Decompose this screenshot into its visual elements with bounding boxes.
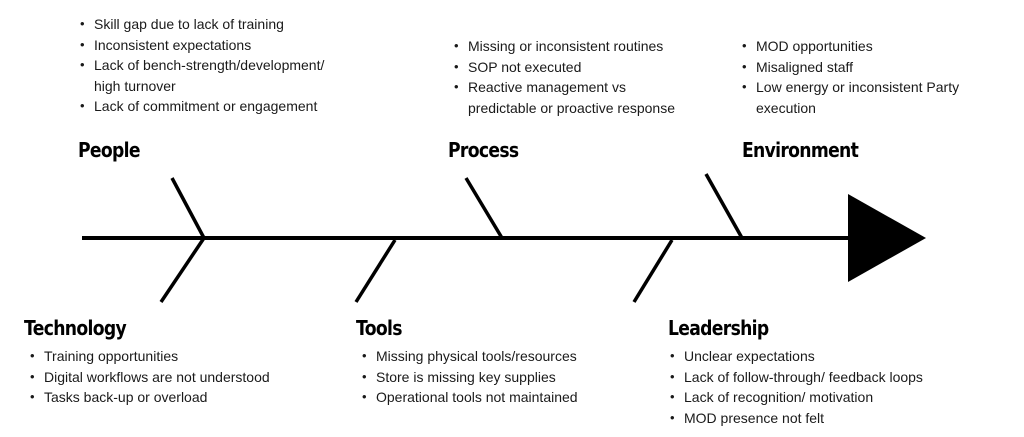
list-item: Training opportunities	[28, 346, 270, 367]
list-item-continuation: execution	[756, 99, 816, 116]
list-item: Unclear expectations	[668, 346, 923, 367]
list-item: Low energy or inconsistent Party	[740, 77, 959, 98]
list-item: Reactive management vs	[452, 77, 675, 98]
list-item: Store is missing key supplies	[360, 367, 578, 388]
list-item: Skill gap due to lack of training	[78, 14, 324, 35]
list-item: Lack of recognition/ motivation	[668, 387, 923, 408]
list-item: Missing or inconsistent routines	[452, 36, 675, 57]
list-item: Missing physical tools/resources	[360, 346, 578, 367]
bone-technology	[159, 237, 206, 303]
technology-causes-list: Training opportunities Digital workflows…	[28, 346, 270, 408]
people-causes-list: Skill gap due to lack of training Incons…	[78, 14, 324, 117]
bone-people	[170, 177, 206, 239]
list-item: Inconsistent expectations	[78, 35, 324, 56]
tools-causes-list: Missing physical tools/resources Store i…	[360, 346, 578, 408]
list-item-continuation: predictable or proactive response	[468, 99, 676, 116]
list-item: Misaligned staff	[740, 57, 959, 78]
list-item: Tasks back-up or overload	[28, 387, 270, 408]
technology-heading: Technology	[24, 316, 127, 340]
list-item: Lack of bench-strength/development/	[78, 55, 324, 76]
list-item: Lack of commitment or engagement	[78, 96, 324, 117]
process-heading: Process	[448, 138, 519, 162]
list-item: SOP not executed	[452, 57, 675, 78]
tools-heading: Tools	[356, 316, 402, 340]
leadership-causes-list: Unclear expectations Lack of follow-thro…	[668, 346, 923, 428]
environment-heading: Environment	[742, 138, 859, 162]
list-item: Operational tools not maintained	[360, 387, 578, 408]
environment-causes-list: MOD opportunities Misaligned staff Low e…	[740, 36, 959, 118]
bone-leadership	[632, 239, 674, 303]
list-item: Digital workflows are not understood	[28, 367, 270, 388]
list-item: Lack of follow-through/ feedback loops	[668, 367, 923, 388]
list-item-continuation: high turnover	[94, 77, 176, 94]
arrow-head	[848, 194, 926, 282]
list-item: MOD opportunities	[740, 36, 959, 57]
people-heading: People	[78, 138, 141, 162]
bone-process	[464, 177, 504, 239]
bone-environment	[704, 173, 744, 239]
leadership-heading: Leadership	[668, 316, 769, 340]
bone-tools	[354, 239, 397, 303]
process-causes-list: Missing or inconsistent routines SOP not…	[452, 36, 675, 118]
list-item: MOD presence not felt	[668, 408, 923, 429]
